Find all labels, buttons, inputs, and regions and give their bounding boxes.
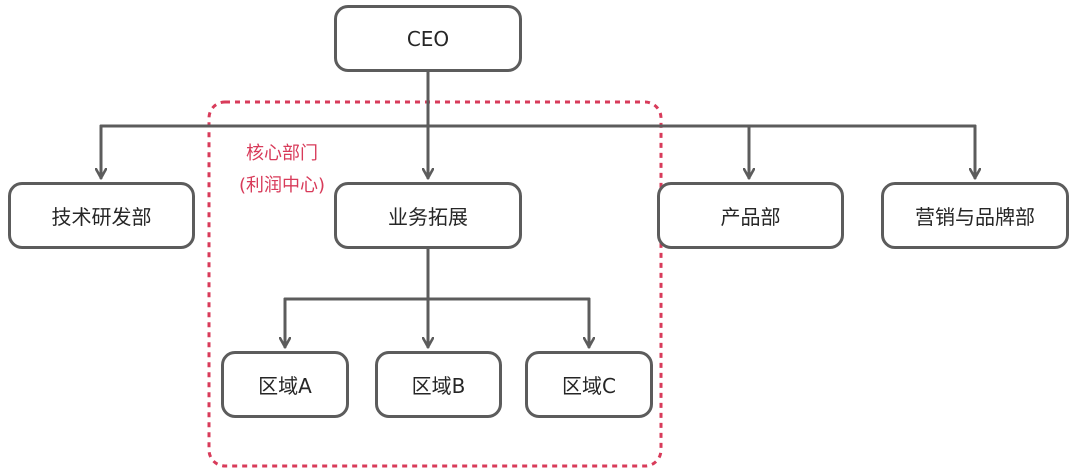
core-department-boundary — [207, 100, 663, 468]
node-rd-label: 技术研发部 — [51, 205, 152, 229]
node-region-c-label: 区域C — [562, 374, 616, 398]
node-region-a: 区域A — [221, 351, 349, 418]
node-business-label: 业务拓展 — [388, 205, 468, 229]
node-product-label: 产品部 — [720, 205, 781, 229]
node-business-development: 业务拓展 — [334, 182, 522, 249]
core-department-label: 核心部门 (利润中心) — [226, 138, 338, 202]
node-product-department: 产品部 — [657, 182, 844, 249]
core-department-title: 核心部门 — [246, 143, 318, 164]
node-marketing-brand-department: 营销与品牌部 — [881, 182, 1069, 249]
node-ceo: CEO — [334, 5, 522, 72]
node-ceo-label: CEO — [406, 26, 450, 51]
core-department-subtitle: (利润中心) — [238, 175, 326, 196]
node-region-b: 区域B — [375, 351, 502, 418]
node-marketing-label: 营销与品牌部 — [915, 205, 1035, 229]
node-region-b-label: 区域B — [411, 374, 466, 398]
node-region-c: 区域C — [525, 351, 653, 418]
node-region-a-label: 区域A — [258, 374, 312, 398]
node-rd-department: 技术研发部 — [8, 182, 195, 249]
